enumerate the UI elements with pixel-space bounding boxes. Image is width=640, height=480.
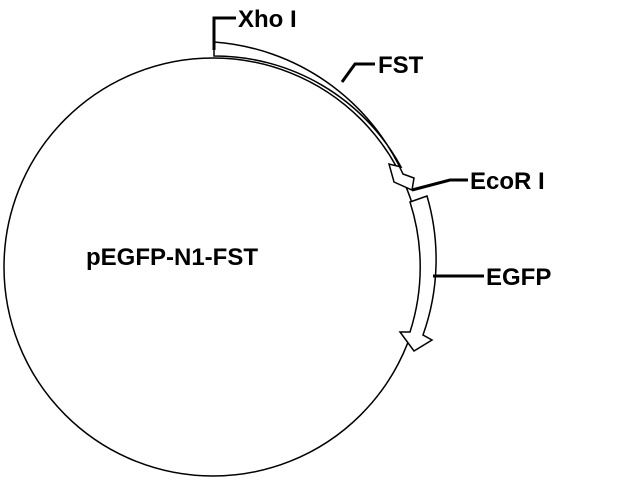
plasmid-name: pEGFP-N1-FST [86,244,258,271]
fst-feature-arrow [213,41,415,192]
fst-leader-line [340,62,375,83]
egfp-feature-label: EGFP [486,264,551,291]
xho-site-label: Xho I [238,6,297,33]
ecor-site-leader-line [411,178,468,192]
xho-site-leader-line [212,16,236,50]
fst-feature-label: FST [378,52,424,79]
egfp-feature-arrow [398,195,437,352]
ecor-site-label: EcoR I [470,168,545,195]
